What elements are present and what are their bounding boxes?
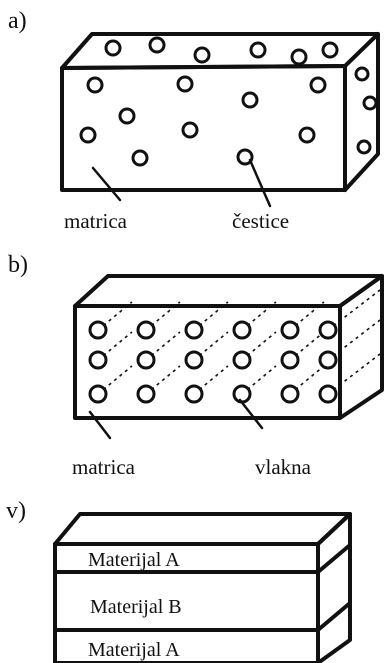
panel-a-matrica-leader [91,166,122,202]
panel-b-fiber-ends [88,320,338,404]
panel-b-matrica-label: matrica [72,455,136,479]
fiber-end [136,320,156,340]
particle [176,75,194,93]
particle [118,107,136,125]
panel-a-letter: a) [8,8,27,34]
fiber-end [136,350,156,370]
panel-v-top-face [53,512,352,546]
panel-b-vlakna-leader [238,398,264,430]
particle [193,46,211,64]
fiber-end [318,350,338,370]
panel-v-layer-2-label: Materijal B [90,596,182,618]
fiber-end [136,384,156,404]
particle [104,39,122,57]
panel-v-layer-boundary-2-side [316,601,352,632]
particle [86,76,104,94]
panel-v-letter: v) [6,498,26,524]
panel-b-front-face [73,304,342,420]
fiber-end [280,320,300,340]
particle [236,148,254,166]
fiber-end [232,384,252,404]
particle [181,121,199,139]
particle [356,139,372,155]
panel-b-matrica-leader [88,410,112,440]
fiber-end [318,384,338,404]
panel-a-matrica-label: matrica [64,209,128,233]
particle [362,95,378,111]
panel-v: v) Materijal A Materijal B Materijal A [6,498,352,663]
panel-a-cestice-leader [248,158,272,208]
fiber-end [280,384,300,404]
fiber-end [184,320,204,340]
panel-a-particles [79,36,378,167]
particle [309,76,327,94]
fiber-end [184,350,204,370]
panel-b-letter: b) [8,252,28,278]
fiber-end [88,320,108,340]
particle [148,36,166,54]
particle [249,41,267,59]
panel-v-layer-boundary-1-side [316,543,352,574]
particle [290,48,308,66]
panel-b-side-face [338,274,384,420]
panel-b: b) [8,252,384,479]
particle [241,91,259,109]
fiber-end [280,350,300,370]
particle [79,126,97,144]
fiber-end [88,384,108,404]
panel-v-layer-3-label: Materijal A [88,639,180,661]
panel-a-cestice-label: čestice [232,209,289,233]
fiber-end [184,384,204,404]
panel-a-side-face [343,32,380,192]
panel-v-side-face [316,512,352,663]
particle [354,66,370,82]
panel-b-top-face [73,274,384,308]
fiber-end [232,320,252,340]
particle [131,149,149,167]
fiber-end [232,350,252,370]
particle [298,126,316,144]
fiber-end [88,350,108,370]
particle [321,41,339,59]
panel-v-layer-1-label: Materijal A [88,549,180,571]
panel-a: a) matric [8,8,380,233]
fiber-end [318,320,338,340]
panel-b-vlakna-label: vlakna [255,455,312,479]
